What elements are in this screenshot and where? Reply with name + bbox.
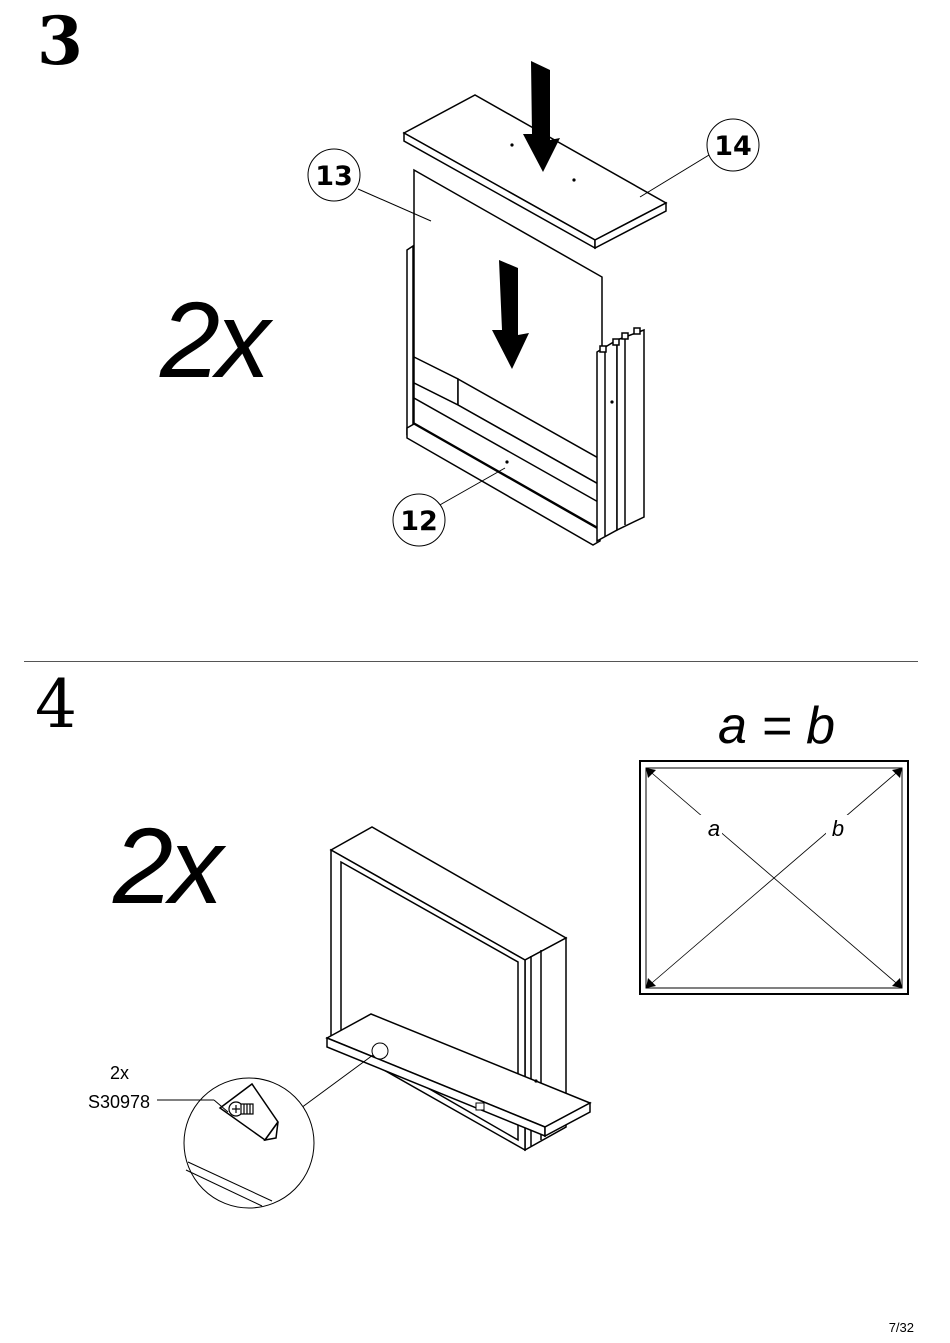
hardware-code: S30978 bbox=[88, 1092, 150, 1113]
cabinet-frame bbox=[327, 827, 590, 1150]
svg-text:a: a bbox=[708, 816, 720, 841]
svg-text:b: b bbox=[832, 816, 844, 841]
squareness-diagram bbox=[640, 761, 908, 994]
page-number: 7/32 bbox=[889, 1320, 914, 1335]
hardware-quantity: 2x bbox=[110, 1063, 129, 1084]
screw-icon bbox=[229, 1102, 253, 1116]
